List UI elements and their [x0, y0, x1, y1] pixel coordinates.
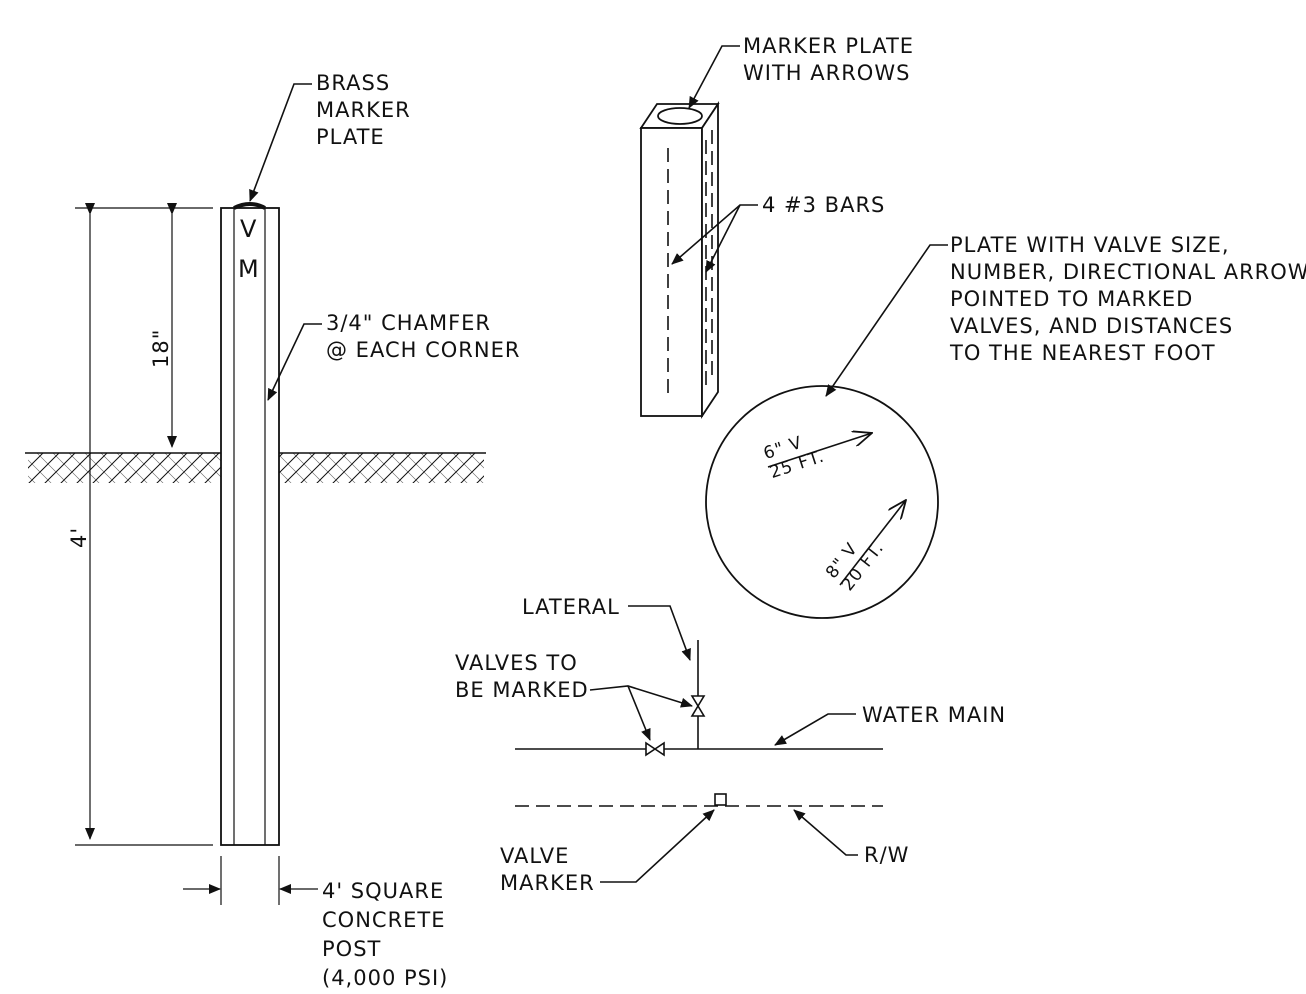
bars-leader-2	[705, 204, 741, 273]
concrete-post-label-4: (4,000 PSI)	[322, 966, 448, 990]
plate-note-leader	[825, 244, 948, 397]
concrete-post	[220, 207, 280, 846]
valve-marker-leader	[600, 809, 715, 883]
valves-label-2: BE MARKED	[455, 678, 589, 702]
dim-4ft-label: 4'	[67, 527, 91, 548]
dim-18-label: 18"	[149, 329, 173, 368]
lateral-label: LATERAL	[522, 595, 620, 619]
rw-label: R/W	[864, 843, 909, 867]
valves-label-1: VALVES TO	[455, 651, 578, 675]
concrete-post-label-1: 4' SQUARE	[322, 879, 444, 903]
water-main-leader	[774, 713, 856, 746]
brass-plate-label-1: BRASS	[316, 71, 390, 95]
chamfer-label-1: 3/4" CHAMFER	[326, 311, 491, 335]
plate-note-3: POINTED TO MARKED	[950, 287, 1193, 311]
chamfer-label-2: @ EACH CORNER	[326, 338, 520, 362]
plate-note-2: NUMBER, DIRECTIONAL ARROW	[950, 260, 1306, 284]
post-elevation: V M 18" 4' BRASS MARKER PLATE 3/4" CHAMF…	[25, 71, 520, 990]
plate-arrow-1	[767, 433, 872, 468]
brass-plate-leader	[249, 83, 312, 202]
main-valve-symbol	[645, 741, 665, 757]
post-isometric: MARKER PLATE WITH ARROWS 4 #3 BARS	[639, 34, 914, 419]
valve-marker-label-2: MARKER	[500, 871, 595, 895]
rw-leader	[793, 809, 858, 856]
concrete-post-label-3: POST	[322, 937, 381, 961]
plate-note-5: TO THE NEAREST FOOT	[949, 341, 1216, 365]
valves-leader-1	[589, 685, 693, 708]
post-letter-v: V	[240, 215, 257, 243]
plate-circle	[705, 385, 939, 619]
marker-plate-label-1: MARKER PLATE	[743, 34, 914, 58]
brass-plate-label-3: PLATE	[316, 125, 385, 149]
post-letter-m: M	[238, 255, 260, 283]
brass-plate-label-2: MARKER	[316, 98, 411, 122]
plate-plan: PLATE WITH VALVE SIZE, NUMBER, DIRECTION…	[705, 233, 1306, 619]
marker-plate-label-2: WITH ARROWS	[743, 61, 910, 85]
iso-side-face	[701, 101, 719, 419]
valves-leader-2	[627, 685, 651, 741]
iso-front-face	[640, 127, 703, 417]
water-main-label: WATER MAIN	[862, 703, 1006, 727]
lateral-leader	[628, 605, 691, 661]
plate-note-1: PLATE WITH VALVE SIZE,	[950, 233, 1230, 257]
chamfer-leader	[267, 323, 322, 401]
plate-arrow-2	[839, 500, 906, 586]
brass-plate-cap	[233, 202, 266, 210]
marker-plate-leader	[688, 45, 740, 109]
marker-plate-ellipse	[657, 107, 703, 125]
lateral-valve-symbol	[690, 695, 706, 717]
ground-hatch-right	[279, 453, 484, 483]
bars-label: 4 #3 BARS	[762, 193, 885, 217]
concrete-post-label-2: CONCRETE	[322, 908, 446, 932]
valve-plan-view: LATERAL VALVES TO BE MARKED WATER MAIN V…	[455, 595, 1006, 895]
valve-marker-square	[714, 793, 727, 806]
valve-marker-label-1: VALVE	[500, 844, 569, 868]
plate-note-4: VALVES, AND DISTANCES	[950, 314, 1233, 338]
ground-hatch-left	[28, 453, 221, 483]
